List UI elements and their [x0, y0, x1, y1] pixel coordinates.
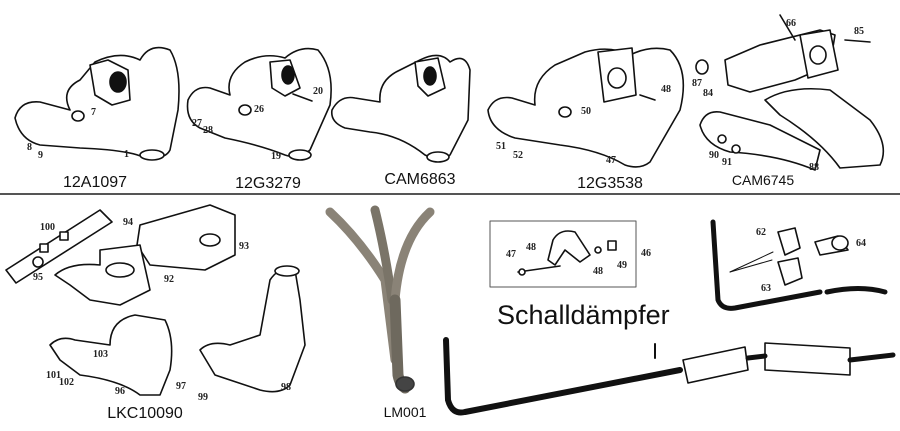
manifold-CAM6863-drawing — [330, 54, 471, 163]
clamp-kit-box — [489, 220, 637, 288]
callout: 8 — [27, 142, 32, 153]
callout: 51 — [496, 141, 506, 152]
callout: 48 — [593, 266, 603, 277]
manifold-LKC10090-drawing — [5, 204, 306, 396]
part-label-LKC10090: LKC10090 — [107, 405, 183, 422]
callout: 99 — [198, 392, 208, 403]
callout: 64 — [856, 238, 866, 249]
callout: 90 — [709, 150, 719, 161]
callout: 9 — [38, 150, 43, 161]
part-label-12G3538: 12G3538 — [577, 175, 643, 192]
callout: 96 — [115, 386, 125, 397]
callout: 48 — [526, 242, 536, 253]
callout: 28 — [203, 125, 213, 136]
callout: 47 — [606, 155, 616, 166]
callout: 49 — [617, 260, 627, 271]
section-divider — [0, 193, 900, 195]
callout: 102 — [59, 377, 74, 388]
callout: 62 — [756, 227, 766, 238]
callout: 98 — [281, 382, 291, 393]
part-label-LM001: LM001 — [383, 404, 427, 420]
silencer-title: Schalldämpfer — [497, 300, 670, 330]
callout: 100 — [40, 222, 55, 233]
callout: 97 — [176, 381, 186, 392]
manifold-CAM6745-drawing — [695, 14, 885, 171]
callout: 63 — [761, 283, 771, 294]
manifold-12A1097-drawing — [14, 46, 180, 161]
callout: 103 — [93, 349, 108, 360]
callout: 94 — [123, 217, 133, 228]
part-label-12A1097: 12A1097 — [62, 174, 128, 191]
callout: 93 — [239, 241, 249, 252]
callout: 7 — [91, 107, 96, 118]
callout: 87 — [692, 78, 702, 89]
tailpipe-and-hangers — [710, 219, 888, 311]
callout: 48 — [661, 84, 671, 95]
part-label-CAM6863: CAM6863 — [384, 171, 456, 188]
manifold-12G3279-drawing — [186, 47, 332, 161]
part-label-12G3279: 12G3279 — [235, 175, 301, 192]
callout: 19 — [271, 151, 281, 162]
callout: 27 — [192, 118, 202, 129]
callout: 50 — [581, 106, 591, 117]
callout: 84 — [703, 88, 713, 99]
callout: 46 — [641, 248, 651, 259]
manifold-12G3538-drawing — [487, 47, 685, 168]
callout: 52 — [513, 150, 523, 161]
callout: 91 — [722, 157, 732, 168]
callout: 47 — [506, 249, 516, 260]
downpipe-LM001-photo — [325, 205, 435, 394]
callout: 88 — [809, 162, 819, 173]
callout: 20 — [313, 86, 323, 97]
callout: 92 — [164, 274, 174, 285]
exhaust-silencer-drawing — [443, 337, 896, 416]
part-label-CAM6745: CAM6745 — [731, 172, 795, 188]
callout: 101 — [46, 370, 61, 381]
callout: 66 — [786, 18, 796, 29]
callout: 85 — [854, 26, 864, 37]
callout: 26 — [254, 104, 264, 115]
callout: 1 — [124, 149, 129, 160]
callout: 95 — [33, 272, 43, 283]
